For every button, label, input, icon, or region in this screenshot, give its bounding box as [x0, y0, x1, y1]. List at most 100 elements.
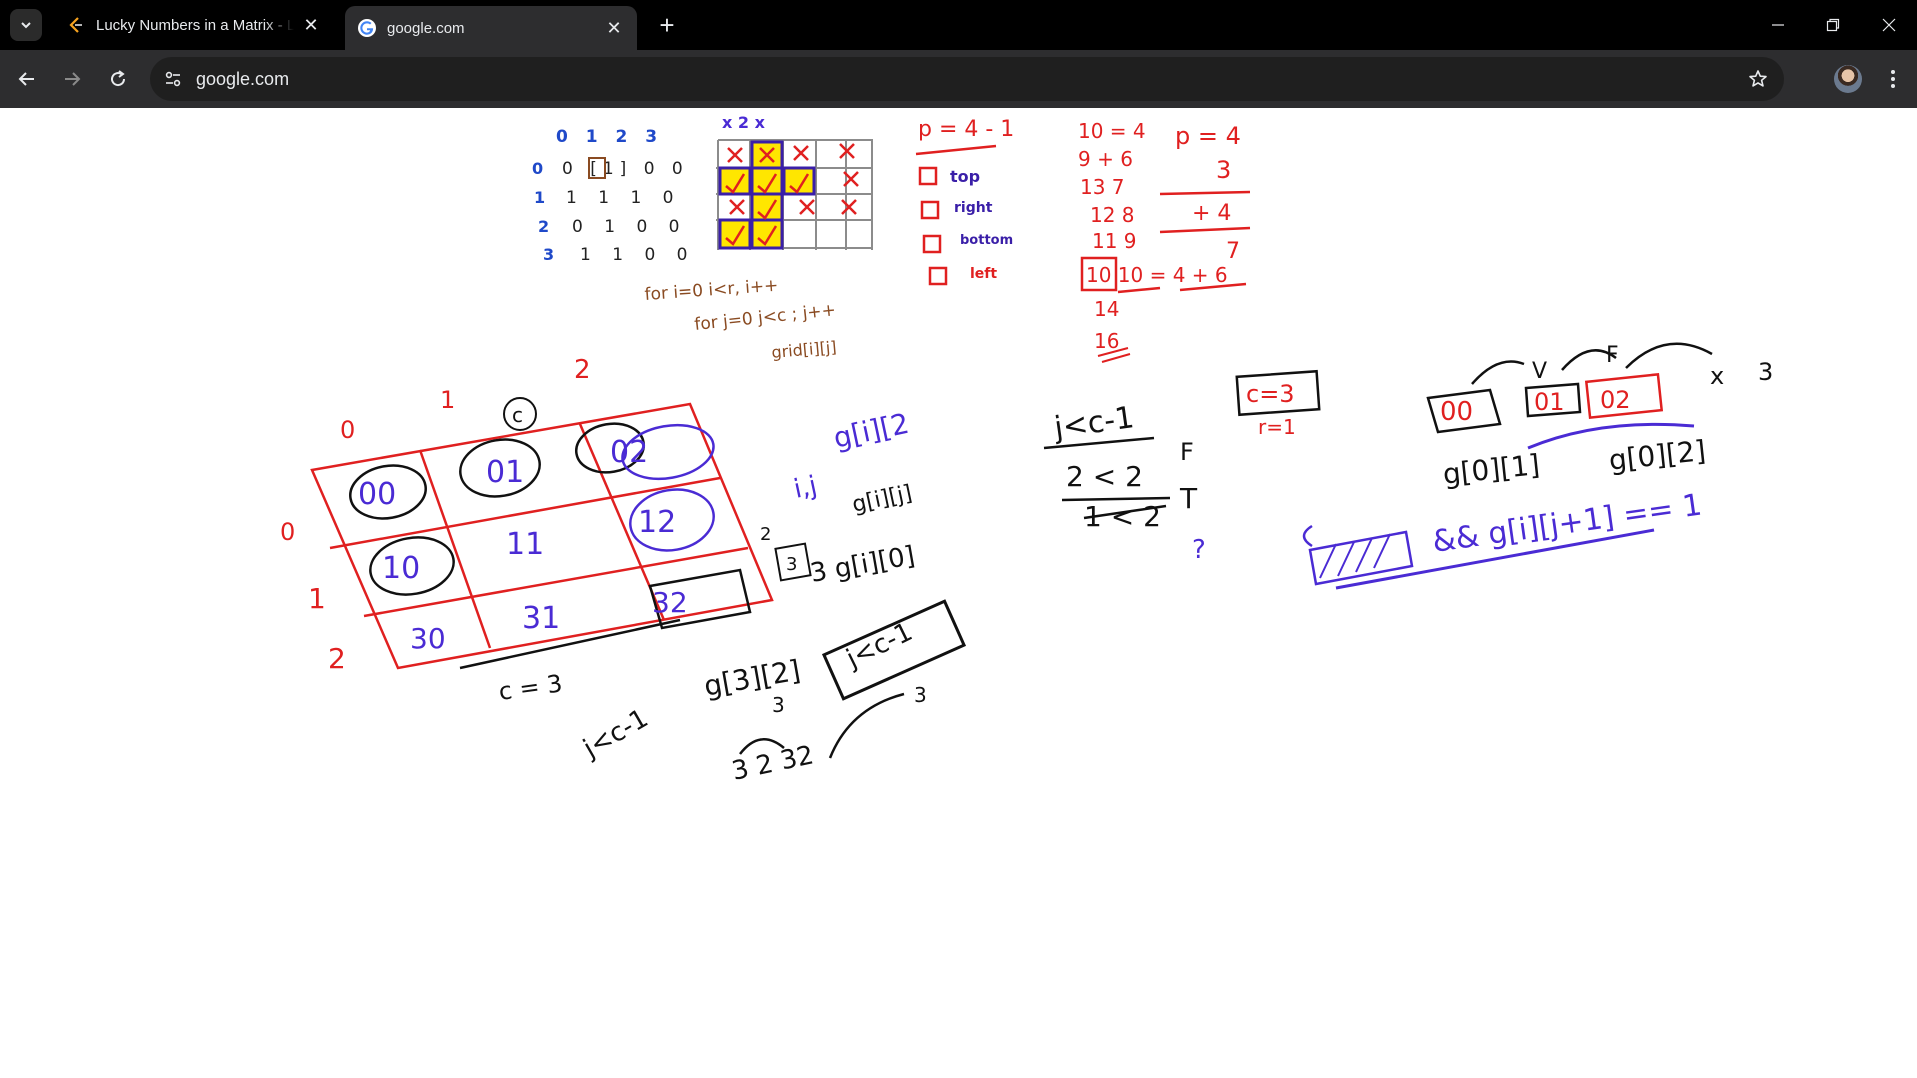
- close-window-button[interactable]: [1861, 0, 1917, 50]
- cond: ?: [1192, 535, 1206, 565]
- row-label: 2: [538, 217, 549, 236]
- yellow-grid-label: x 2 x: [722, 113, 766, 132]
- leetcode-icon: [66, 15, 86, 35]
- note: 3 g[i][0]: [808, 541, 917, 589]
- note: g[i][j]: [850, 481, 914, 518]
- reload-icon: [111, 70, 126, 87]
- drawing-layer[interactable]: 0 1 2 3 0 1 2 3 0 [1] 0 0 1 1 1 0 0 1 0 …: [0, 108, 1917, 1078]
- mark: V: [1532, 359, 1547, 384]
- cond: r=1: [1258, 415, 1296, 439]
- site-settings-icon[interactable]: [160, 66, 186, 92]
- row-label: 0: [532, 159, 543, 178]
- arith-line: 13 7: [1080, 175, 1125, 199]
- reload-button[interactable]: [103, 64, 133, 94]
- arith-line: 14: [1094, 297, 1119, 321]
- cond: F: [1180, 438, 1194, 466]
- small-grid-row: 1 1 0 0: [580, 245, 695, 265]
- neighbor-check-notes: 00 01 02 V F x 3 g[0][1] g[0][2] && g[i]…: [1302, 342, 1773, 590]
- grid-cell: 01: [486, 455, 524, 490]
- tab-google[interactable]: google.com ✕: [345, 6, 637, 50]
- cond: c=3: [1246, 380, 1295, 408]
- minimize-button[interactable]: [1750, 0, 1806, 50]
- condition-notes: j<c-1 2 < 2 F 1 < 2 T ? c=3 r=1: [1043, 369, 1321, 565]
- new-tab-button[interactable]: +: [659, 9, 675, 40]
- url-text[interactable]: google.com: [196, 69, 290, 89]
- note: 3: [772, 693, 785, 717]
- tab-bar: Lucky Numbers in a Matrix - Le ✕ google.…: [0, 0, 1917, 50]
- arith-right: 7: [1226, 239, 1240, 264]
- arithmetic-notes: 10 = 4 9 + 6 13 7 12 8 11 9 10 10 = 4 + …: [1078, 119, 1251, 363]
- grid-cell: 12: [638, 505, 676, 540]
- note: 3 2 32: [729, 740, 816, 787]
- big-grid: 0 1 2 0 1 2 c 00 01 02 10 11 12 30 31 32…: [280, 355, 774, 706]
- small-grid-row: 1 1 1 0: [566, 188, 681, 208]
- arrow-left-icon: [18, 72, 34, 86]
- close-tab-icon[interactable]: ✕: [606, 17, 622, 38]
- highlight-box: [588, 157, 606, 179]
- arith-line: 11 9: [1092, 229, 1137, 253]
- row-label: 3: [543, 245, 554, 264]
- pair-box: 01: [1534, 388, 1565, 416]
- browser-toolbar: google.com: [0, 50, 1917, 108]
- close-tab-icon[interactable]: ✕: [303, 14, 319, 35]
- minimize-icon: [1772, 24, 1784, 26]
- code-line: grid[i][j]: [771, 337, 838, 362]
- grid-cell: 11: [506, 527, 544, 562]
- profile-avatar[interactable]: [1834, 65, 1862, 93]
- mark: 3: [1758, 358, 1773, 386]
- c-label: c: [512, 403, 523, 427]
- small-grid-col-header: 0 1 2 3: [556, 127, 663, 147]
- note: 3: [786, 554, 797, 575]
- bookmark-star-icon[interactable]: [1746, 67, 1770, 91]
- tab-search-button[interactable]: [10, 9, 42, 41]
- close-icon: [1882, 18, 1896, 32]
- cond: j<c-1: [1051, 400, 1136, 446]
- arith-line: 16: [1094, 329, 1119, 353]
- arith-line: 10 = 4: [1078, 119, 1146, 143]
- row-label: 1: [308, 582, 326, 615]
- check-label: bottom: [960, 233, 1013, 248]
- perimeter-notes: p = 4 - 1 top right bottom left: [915, 117, 1014, 286]
- arith-right: p = 4: [1175, 122, 1241, 150]
- arith-right: + 4: [1192, 201, 1231, 226]
- more-vertical-icon: [1891, 70, 1895, 88]
- grid-cell: 02: [610, 435, 648, 470]
- arrow-right-icon: [65, 72, 81, 86]
- row-label: 2: [328, 642, 346, 675]
- mark: F: [1606, 343, 1619, 368]
- restore-icon: [1826, 18, 1840, 32]
- address-bar[interactable]: google.com: [150, 57, 1784, 101]
- check-label: top: [950, 167, 980, 186]
- restore-button[interactable]: [1805, 0, 1861, 50]
- yellow-grid: x 2 x: [716, 113, 873, 250]
- row-label: 0: [280, 518, 295, 546]
- ref: g[0][1]: [1441, 448, 1541, 491]
- row-label: 1: [534, 188, 545, 207]
- forward-button[interactable]: [57, 64, 87, 94]
- small-grid-row: 0 [1] 0 0: [562, 159, 689, 179]
- perimeter-title: p = 4 - 1: [918, 117, 1014, 142]
- c-equals: c = 3: [497, 669, 564, 706]
- grid-cell: 31: [522, 601, 560, 636]
- col-label: 2: [574, 355, 591, 385]
- note: 2: [760, 524, 771, 545]
- code-line: for j=0 j<c ; j++: [693, 300, 836, 335]
- mark: x: [1710, 362, 1724, 390]
- google-icon: [357, 18, 377, 38]
- back-button[interactable]: [12, 64, 42, 94]
- menu-button[interactable]: [1878, 64, 1908, 94]
- ref: g[0][2]: [1607, 434, 1707, 477]
- grid-cell: 32: [652, 586, 688, 619]
- note: g[3][2]: [701, 654, 802, 703]
- pair-box: 00: [1440, 397, 1473, 427]
- tab-title: google.com: [387, 19, 465, 37]
- note: 3: [914, 683, 927, 707]
- arith-line: 10 10 = 4 + 6: [1086, 263, 1228, 287]
- grid-cell: 30: [410, 622, 446, 655]
- whiteboard-canvas[interactable]: 0 1 2 3 0 1 2 3 0 [1] 0 0 1 1 1 0 0 1 0 …: [0, 108, 1917, 1078]
- small-grid: 0 1 2 3 0 1 2 3 0 [1] 0 0 1 1 1 0 0 1 0 …: [532, 127, 695, 265]
- col-label: 1: [440, 386, 455, 414]
- check-label: left: [970, 266, 997, 282]
- arith-line: 12 8: [1090, 203, 1135, 227]
- tab-leetcode[interactable]: Lucky Numbers in a Matrix - Le ✕: [54, 8, 334, 42]
